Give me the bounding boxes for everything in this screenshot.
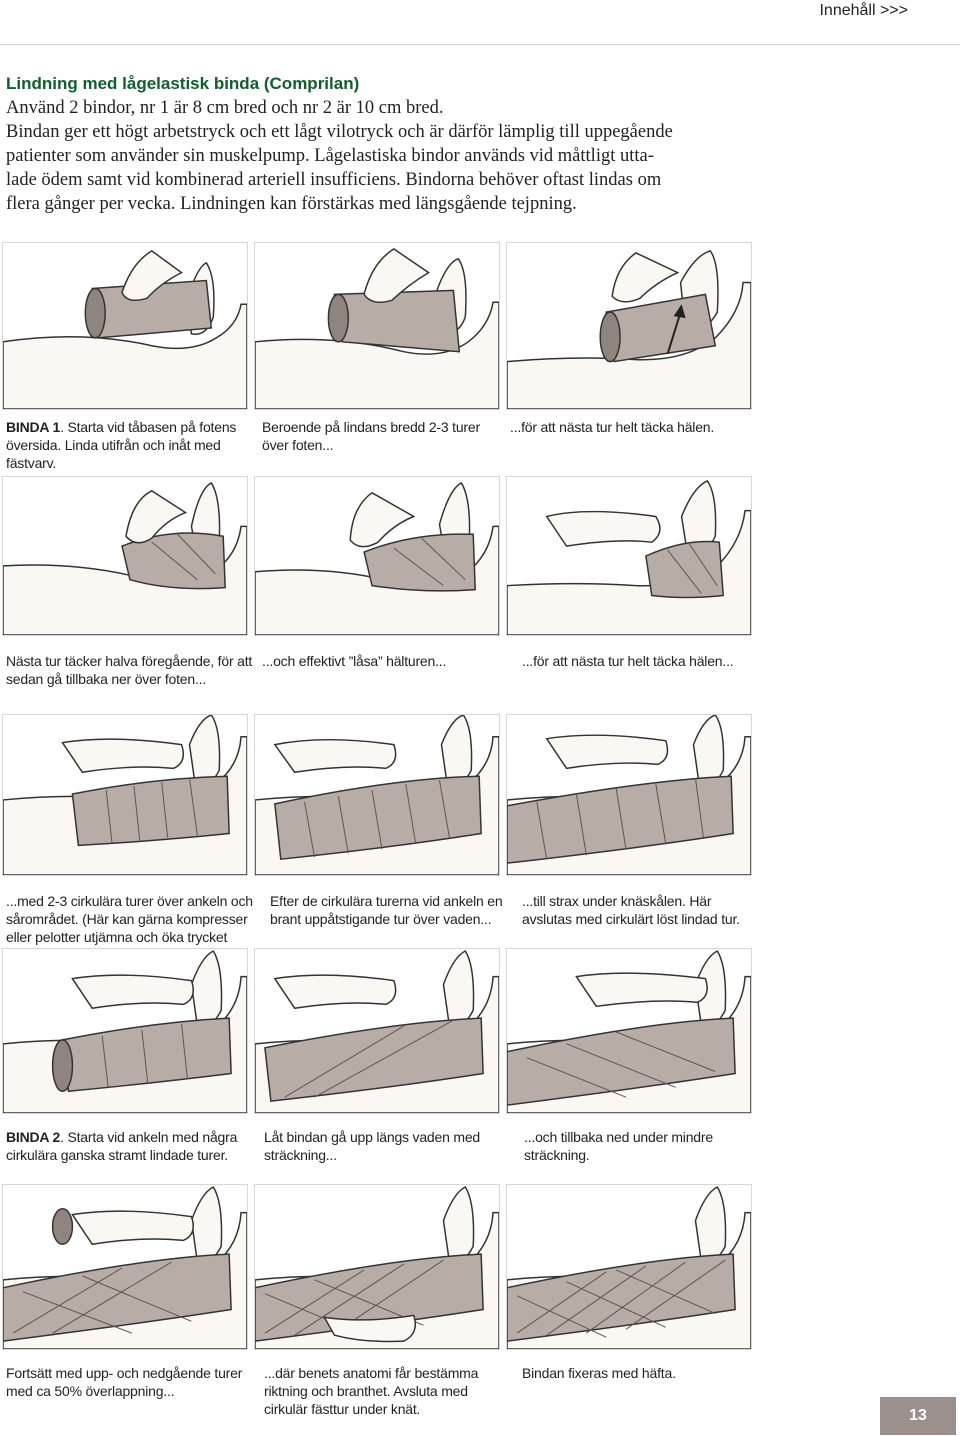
step-15-caption: Bindan fixeras med häfta. xyxy=(522,1365,676,1381)
step-5-caption: ...och effektivt ”låsa” hälturen... xyxy=(262,653,447,669)
step-10-illustration xyxy=(2,948,248,1114)
step-2-caption: Beroende på lindans bredd 2-3 turer över… xyxy=(262,419,480,453)
top-navigation: Innehåll >>> xyxy=(0,0,960,45)
binda-1-label: BINDA 1 xyxy=(6,419,61,435)
step-14-illustration xyxy=(254,1184,500,1350)
step-12-illustration xyxy=(506,948,752,1114)
step-13-illustration xyxy=(2,1184,248,1350)
intro-line-2: Bindan ger ett högt arbetstryck och ett … xyxy=(6,122,673,142)
intro-line-3: patienter som använder sin muskelpump. L… xyxy=(6,146,654,166)
step-11-caption: Låt bindan gå upp längs vaden med sträck… xyxy=(264,1129,481,1163)
step-4-caption: Nästa tur täcker halva föregående, för a… xyxy=(6,653,253,687)
binda-2-label: BINDA 2 xyxy=(6,1129,61,1145)
step-8-caption: Efter de cirkulära turerna vid ankeln en… xyxy=(270,893,503,927)
step-6-illustration xyxy=(506,476,752,636)
step-6-caption: ...för att nästa tur helt täcka hälen... xyxy=(522,653,734,669)
step-14-caption: ...där benets anatomi får bestämma riktn… xyxy=(264,1365,479,1417)
step-5-illustration xyxy=(254,476,500,636)
page-number: 13 xyxy=(880,1397,956,1435)
intro-line-1: Använd 2 bindor, nr 1 är 8 cm bred och n… xyxy=(6,98,444,118)
header-divider xyxy=(0,44,960,45)
step-8-illustration xyxy=(254,714,500,876)
step-10-caption: BINDA 2. Starta vid ankeln med några cir… xyxy=(6,1128,254,1164)
step-1-illustration xyxy=(2,242,248,410)
intro-line-4: lade ödem samt vid kombinerad arteriell … xyxy=(6,170,662,190)
intro-line-5: flera gånger per vecka. Lindningen kan f… xyxy=(6,194,577,214)
step-7-illustration xyxy=(2,714,248,876)
step-9-caption: ...till strax under knäskålen. Här avslu… xyxy=(522,893,740,927)
step-1-caption: BINDA 1. Starta vid tåbasen på fotens öv… xyxy=(6,418,254,472)
section-heading: Lindning med lågelastisk binda (Comprila… xyxy=(6,74,360,93)
step-12-caption: ...och tillbaka ned under mindre sträckn… xyxy=(524,1129,713,1163)
step-3-illustration xyxy=(506,242,752,410)
step-4-illustration xyxy=(2,476,248,636)
table-of-contents-link[interactable]: Innehåll >>> xyxy=(819,2,908,19)
step-10-text: . Starta vid ankeln med några cirkulära … xyxy=(6,1129,238,1163)
step-2-illustration xyxy=(254,242,500,410)
step-9-illustration xyxy=(506,714,752,876)
step-15-illustration xyxy=(506,1184,752,1350)
intro-section: Lindning med lågelastisk binda (Comprila… xyxy=(6,72,806,216)
step-13-caption: Fortsätt med upp- och nedgående turer me… xyxy=(6,1365,243,1399)
step-1-text: . Starta vid tåbasen på fotens översida.… xyxy=(6,419,237,471)
step-3-caption: ...för att nästa tur helt täcka hälen. xyxy=(510,419,715,435)
step-11-illustration xyxy=(254,948,500,1114)
